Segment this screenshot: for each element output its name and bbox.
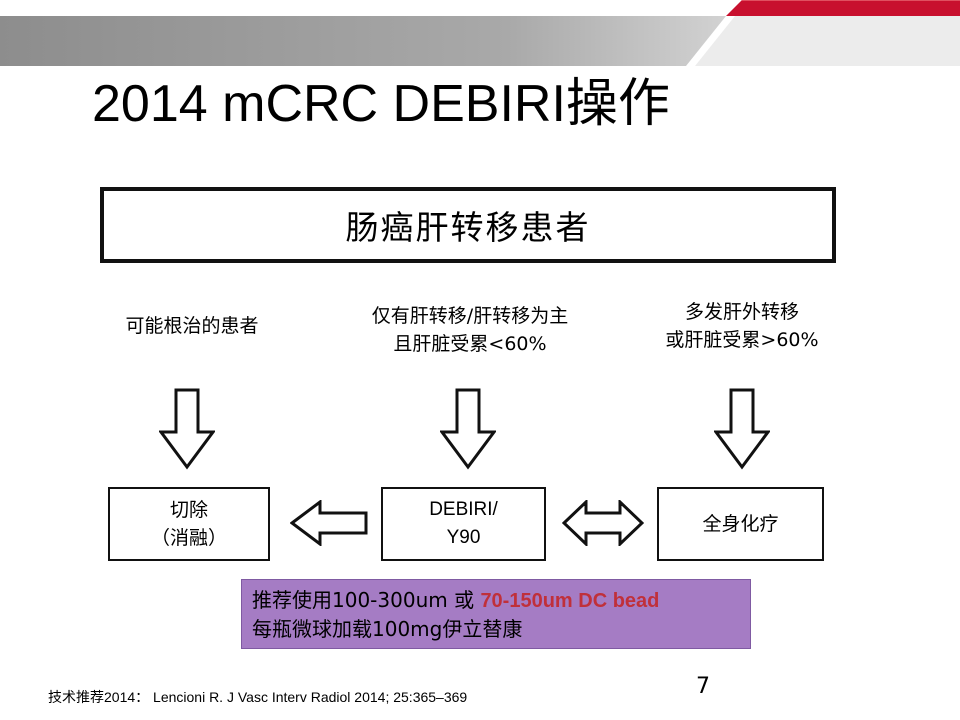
slide-title: 2014 mCRC DEBIRI操作 — [92, 75, 670, 133]
recommendation-box: 推荐使用100-300um 或 70-150um DC bead 每瓶微球加载1… — [241, 579, 751, 649]
bead-size-highlight: 70-150um DC bead — [480, 590, 660, 612]
down-arrow-icon — [714, 388, 770, 470]
down-arrow-icon — [440, 388, 496, 470]
recommendation-line-1: 推荐使用100-300um 或 70-150um DC bead — [252, 588, 660, 612]
double-arrow-icon — [562, 500, 644, 546]
top-banner — [0, 0, 960, 66]
column-label-extrahepatic: 多发肝外转移 或肝脏受累>60% — [665, 301, 819, 351]
chemotherapy-box: 全身化疗 — [657, 487, 824, 561]
recommendation-line-2: 每瓶微球加载100mg伊立替康 — [252, 617, 523, 641]
reference-footer: 技术推荐2014： Lencioni R. J Vasc Interv Radi… — [48, 689, 468, 705]
left-arrow-icon — [290, 500, 368, 546]
column-label-liver-dominant: 仅有肝转移/肝转移为主 且肝脏受累<60% — [371, 305, 569, 355]
down-arrow-icon — [159, 388, 215, 470]
patient-group-box: 肠癌肝转移患者 — [100, 187, 836, 263]
resection-box: 切除 （消融） — [108, 487, 270, 561]
column-label-resectable: 可能根治的患者 — [125, 315, 259, 337]
patient-group-label: 肠癌肝转移患者 — [345, 208, 591, 247]
page-number: 7 — [696, 674, 710, 699]
debiri-box: DEBIRI/ Y90 — [381, 487, 546, 561]
